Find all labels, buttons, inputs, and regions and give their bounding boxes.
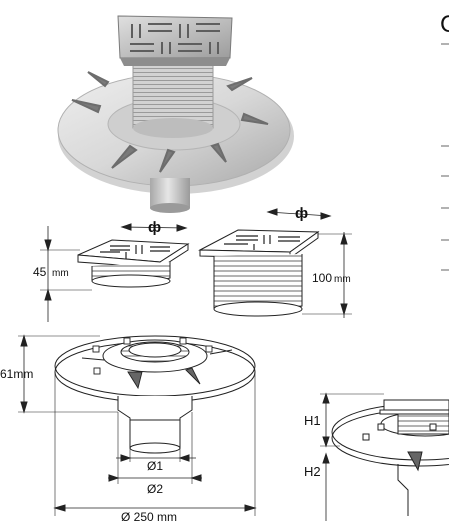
height-large-unit: mm [334,274,351,285]
clipped-heading-letter: C [440,11,449,38]
drain-product-photo [57,15,294,213]
height-small-unit: mm [52,268,69,279]
height-large-value: 100 [312,271,332,285]
diameter-flange-label: Ø 250 mm [121,510,177,521]
small-grate-drawing [40,223,190,322]
base-flange-drawing [18,334,257,516]
diameter-inner-label: Ø1 [147,459,163,473]
phi-label-small: ф [148,219,161,236]
diameter-outer-label: Ø2 [147,482,163,496]
base-height-label: 61mm [0,367,33,381]
phi-label-large: ф [295,205,308,222]
h2-label: H2 [304,464,321,479]
clipped-text-column: C [440,11,449,271]
assembly-height-drawing [320,392,449,521]
large-grate-drawing [198,208,352,318]
height-small-value: 45 [33,265,47,279]
h1-label: H1 [304,413,321,428]
